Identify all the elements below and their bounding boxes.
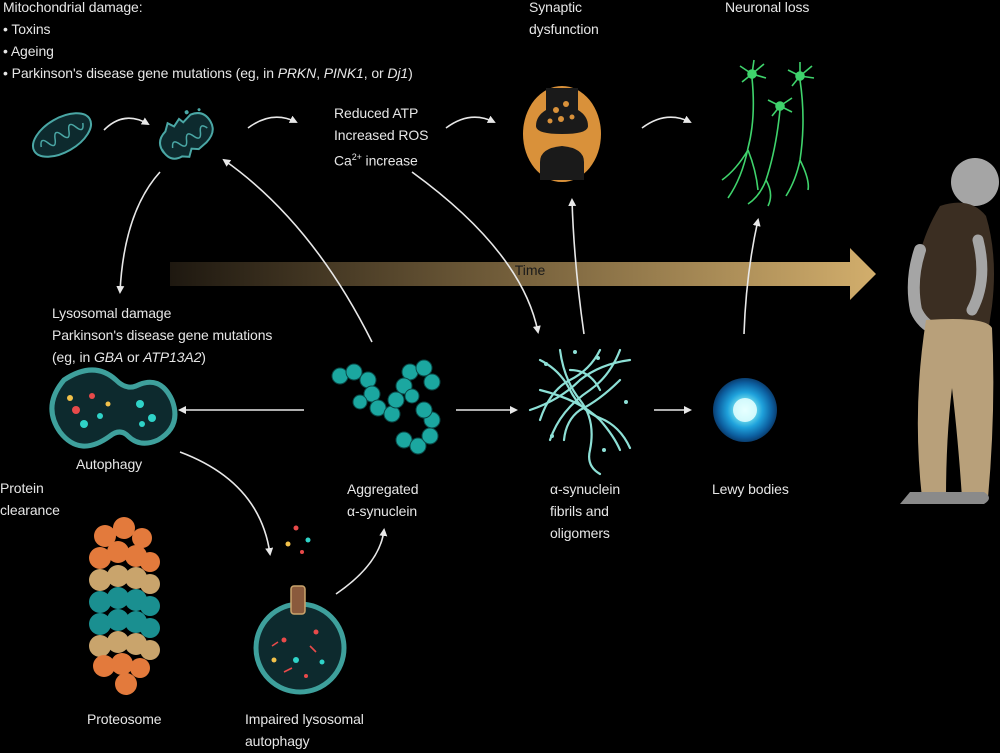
lewy-body-illustration <box>713 378 777 442</box>
calcium-suffix: increase <box>361 152 418 169</box>
stress-label: Reduced ATP Increased ROS Ca2+ increase <box>334 102 429 172</box>
mitochondrial-heading: Mitochondrial damage: <box>3 0 143 15</box>
aggregated-synuclein-label: Aggregated α-synuclein <box>347 478 419 522</box>
protein-line2: clearance <box>0 502 60 518</box>
stress-line-ros: Increased ROS <box>334 127 429 143</box>
synaptic-line2: dysfunction <box>529 21 599 37</box>
gene-dj1: Dj1 <box>387 65 409 81</box>
mitochondrion-healthy <box>32 112 92 158</box>
protein-clearance-label: Protein clearance <box>0 477 60 521</box>
fibrils-dots <box>544 350 628 452</box>
mitochondrial-item-ageing: • Ageing <box>3 43 54 59</box>
aggregated-synuclein-illustration <box>331 359 441 455</box>
synapse-illustration <box>523 86 601 182</box>
autophagy-label: Autophagy <box>76 456 143 472</box>
impaired-autophagy-label: Impaired lysosomal autophagy <box>245 708 364 752</box>
stress-line-atp: Reduced ATP <box>334 105 419 121</box>
mutation-suffix: ) <box>408 65 413 81</box>
protein-line1: Protein <box>0 480 44 496</box>
mitochondrial-item-mutations: • Parkinson's disease gene mutations (eg… <box>3 62 413 84</box>
lysosomal-suffix: ) <box>201 349 206 365</box>
mitochondrial-damage-label: Mitochondrial damage: • Toxins • Ageing … <box>3 0 413 84</box>
time-label: Time <box>514 262 546 278</box>
synaptic-dysfunction-label: Synaptic dysfunction <box>529 0 599 40</box>
mutation-prefix: • Parkinson's disease gene mutations (eg… <box>3 65 278 81</box>
fibrils-line2: fibrils and <box>550 503 609 519</box>
mutation-sep2: , or <box>363 65 388 81</box>
fibrils-line3: oligomers <box>550 525 610 541</box>
gene-prkn: PRKN <box>277 65 317 81</box>
impaired-line1: Impaired lysosomal <box>245 711 364 727</box>
neuronal-loss-label: Neuronal loss <box>725 0 810 15</box>
lysosomal-damage-label: Lysosomal damage Parkinson's disease gen… <box>52 302 272 368</box>
impaired-line2: autophagy <box>245 733 310 749</box>
calcium-charge: 2+ <box>351 152 362 162</box>
stress-line-calcium: Ca2+ increase <box>334 146 428 172</box>
gene-gba: GBA <box>94 349 124 365</box>
proteosome-illustration <box>89 517 160 695</box>
lewy-bodies-label: Lewy bodies <box>712 481 789 497</box>
lysosomal-line1: Lysosomal damage <box>52 305 172 321</box>
fibrils-label: α-synuclein fibrils and oligomers <box>550 478 620 544</box>
fibrils-illustration <box>528 348 632 476</box>
parkinson-patient-illustration <box>900 158 999 504</box>
mitochondrial-item-toxins: • Toxins <box>3 21 51 37</box>
aggregated-line1: Aggregated <box>347 481 419 497</box>
calcium-symbol: Ca <box>334 152 352 169</box>
gene-atp13a2: ATP13A2 <box>143 349 202 365</box>
neurons-illustration <box>721 59 815 207</box>
time-arrow <box>170 248 876 300</box>
mutation-sep1: , <box>316 65 324 81</box>
proteosome-label: Proteosome <box>87 711 162 727</box>
lysosomal-line2: Parkinson's disease gene mutations <box>52 327 273 343</box>
lysosomal-prefix: (eg, in <box>52 349 94 365</box>
aggregated-line2: α-synuclein <box>347 503 418 519</box>
mitochondrion-damaged <box>159 108 214 160</box>
lysosomal-mid: or <box>123 349 144 365</box>
lysosomal-line3: (eg, in GBA or ATP13A2) <box>52 346 272 368</box>
synaptic-line1: Synaptic <box>529 0 582 15</box>
impaired-lysosome-illustration <box>253 525 347 695</box>
autophagy-cell-illustration <box>49 367 178 449</box>
gene-pink1: PINK1 <box>323 65 364 81</box>
fibrils-line1: α-synuclein <box>550 481 621 497</box>
flow-arrows <box>103 115 761 595</box>
